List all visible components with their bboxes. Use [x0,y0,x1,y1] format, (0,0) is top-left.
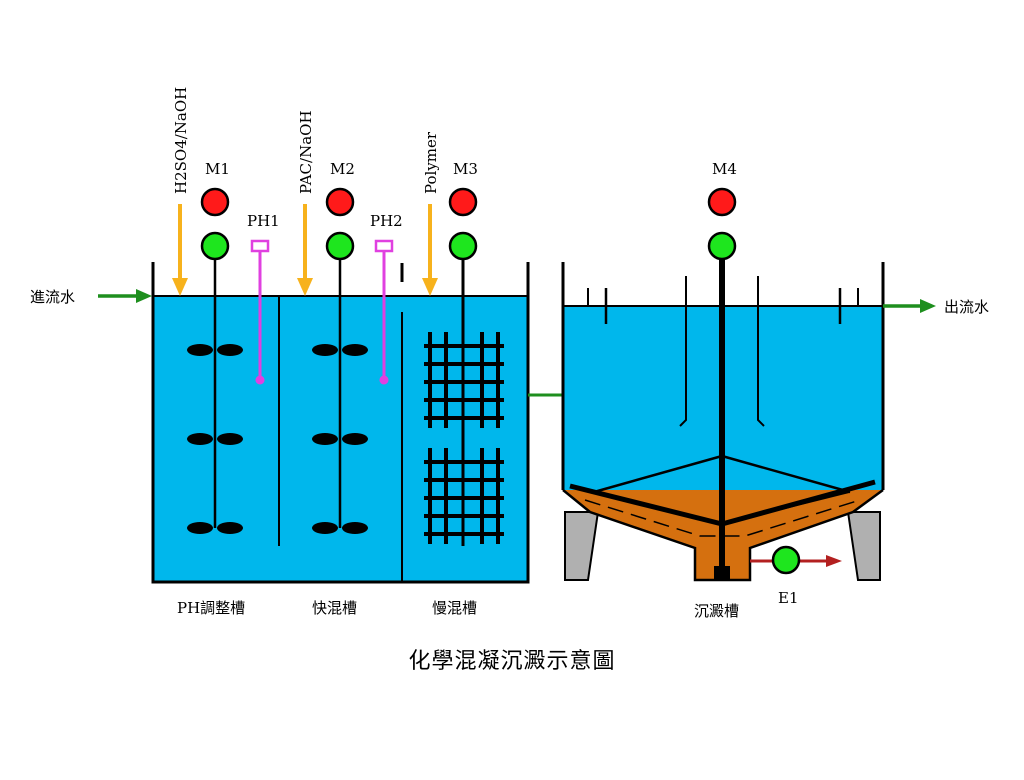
m4-status-green [707,231,737,261]
tank-label-ph: PH調整槽 [177,599,245,617]
paddle-frame-lower [424,448,504,544]
center-well-right [757,276,765,427]
support-right [846,511,881,581]
chemical-arrow-2 [297,204,313,296]
m1-status-red [200,187,230,217]
motor-m1-indicator[interactable] [200,187,230,261]
ph1-probe-head [250,239,270,253]
paddle-frame-upper [424,332,504,428]
chemical-arrow-1 [172,204,188,296]
mixer-m1 [187,246,243,534]
motor-m2-label: M2 [330,160,355,178]
m4-status-red [707,187,737,217]
motor-m4-indicator[interactable] [707,187,737,261]
m3-status-red [448,187,478,217]
outflow-label: 出流水 [944,298,989,316]
m2-status-green [325,231,355,261]
chemical-label-2: PAC/NaOH [297,110,315,194]
motor-m3-label: M3 [453,160,478,178]
settling-tank [561,246,885,582]
scraper-mid-left [593,491,723,525]
tank-label-slow-mix: 慢混槽 [432,599,477,617]
mixer-m3 [424,246,504,546]
ph1-probe [250,239,270,385]
chemical-arrow-3 [422,204,438,296]
motor-m3-indicator[interactable] [448,187,478,261]
tank-label-fast-mix: 快混槽 [312,599,357,617]
shaft-base [714,566,730,580]
m3-status-green [448,231,478,261]
e1-status-green [771,545,801,575]
chemical-label-1: H2SO4/NaOH [172,87,190,194]
motor-m1-label: M1 [205,160,230,178]
impeller-m2-1 [312,344,368,356]
weir-right [857,288,883,307]
scraper-upper-right [721,454,851,494]
tank-label-settling: 沉澱槽 [694,602,739,620]
ph2-probe [374,239,394,385]
impeller-m2-2 [312,433,368,445]
scraper-mid-right [721,491,851,525]
motor-m4-label: M4 [712,160,737,178]
pump-e1-label: E1 [778,589,799,607]
impeller-m1-3 [187,522,243,534]
pump-e1[interactable] [750,545,842,575]
impeller-m1-2 [187,433,243,445]
inflow-label: 進流水 [30,288,75,306]
center-well-left [679,276,687,427]
diagram-title: 化學混凝沉澱示意圖 [408,649,615,674]
impeller-m2-3 [312,522,368,534]
impeller-m1-1 [187,344,243,356]
mixer-m2 [312,246,368,534]
cone-inner-dashes [584,499,861,537]
chemical-label-3: Polymer [422,131,440,194]
inflow-arrow [98,289,152,303]
ph2-label: PH2 [370,212,403,230]
support-left [564,511,600,581]
outflow-arrow [883,299,936,313]
mixing-tank-walls [151,262,530,584]
motor-m2-indicator[interactable] [325,187,355,261]
scraper-upper-left [593,454,723,494]
m2-status-red [325,187,355,217]
ph1-label: PH1 [247,212,280,230]
m1-status-green [200,231,230,261]
ph2-probe-head [374,239,394,253]
weir-left [563,288,589,307]
